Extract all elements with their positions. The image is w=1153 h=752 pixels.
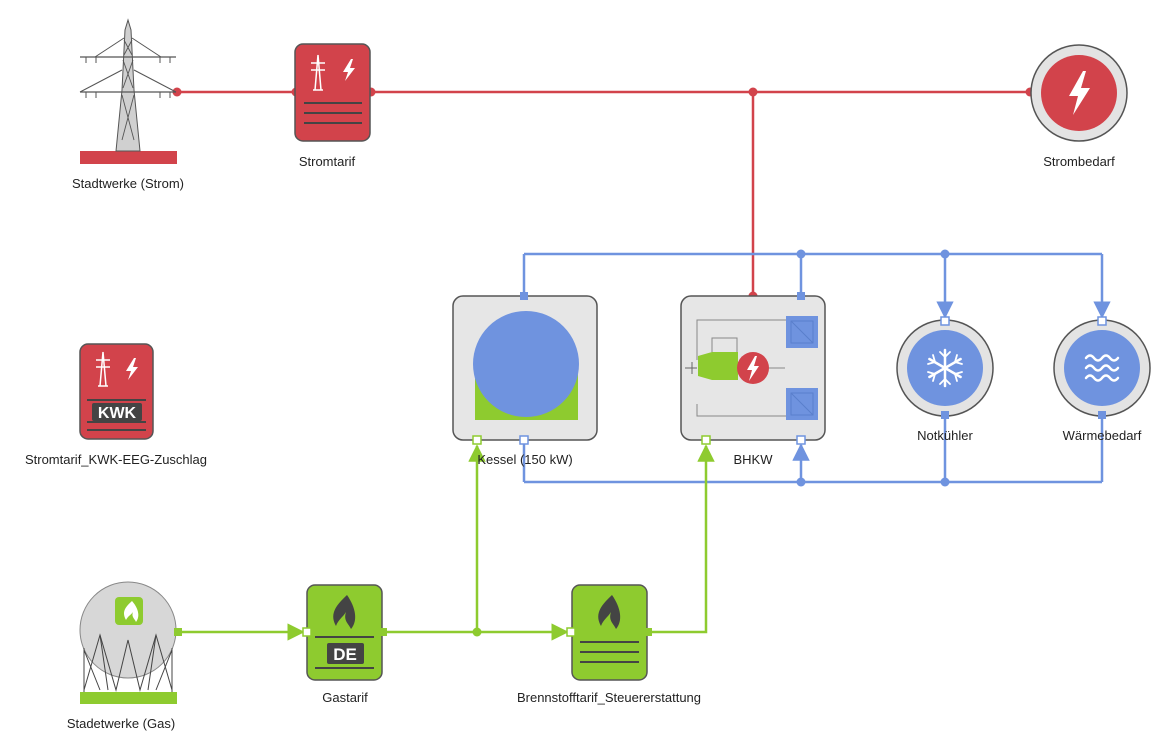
junction-dot [940, 477, 950, 487]
junction-dot [748, 87, 758, 97]
chp-engine-icon [685, 316, 818, 420]
notkuehler-heat-in-port[interactable] [940, 316, 950, 326]
bhkw-label: BHKW [734, 452, 774, 467]
lightning-bolt-icon [1030, 44, 1128, 142]
flame-icon: DE [306, 584, 383, 681]
gastarif-out-port[interactable] [379, 628, 387, 636]
boiler-icon [473, 311, 579, 420]
electric-tariff-icon [294, 43, 371, 142]
stromtarif-node[interactable]: Stromtarif [294, 43, 371, 169]
waermebedarf-label: Wärmebedarf [1063, 428, 1142, 443]
snowflake-icon [896, 319, 994, 417]
strombedarf-label: Strombedarf [1043, 154, 1115, 169]
kessel-heat-in-port[interactable] [519, 435, 529, 445]
power-pylon-icon [79, 18, 177, 164]
waermebedarf-heat-out-port[interactable] [1098, 411, 1106, 419]
stadtwerke-gas-label: Stadetwerke (Gas) [67, 716, 175, 731]
junction-dot [472, 627, 482, 637]
kessel-heat-out-port[interactable] [520, 292, 528, 300]
brennstofftarif-node[interactable]: Brennstofftarif_Steuererstattung [517, 584, 701, 705]
brennstofftarif-in-port[interactable] [566, 627, 576, 637]
gas-tank-icon [79, 581, 177, 704]
notkuehler-node[interactable]: Notkühler [896, 316, 994, 443]
heat-connections [522, 252, 1111, 484]
brennstofftarif-out-port[interactable] [644, 628, 652, 636]
brennstofftarif-label: Brennstofftarif_Steuererstattung [517, 690, 701, 705]
bhkw-heat-out-port[interactable] [797, 292, 805, 300]
gas-supply-port[interactable] [174, 628, 182, 636]
waermebedarf-heat-in-port[interactable] [1097, 316, 1107, 326]
gas-junctions [472, 627, 482, 637]
strombedarf-node[interactable]: Strombedarf [1030, 44, 1128, 169]
junction-dot [796, 477, 806, 487]
stromtarif-kwk-label: Stromtarif_KWK-EEG-Zuschlag [25, 452, 207, 467]
junction-dot [796, 249, 806, 259]
gastarif-node[interactable]: DE Gastarif [302, 584, 387, 705]
kessel-label: Kessel (150 kW) [477, 452, 572, 467]
stadtwerke-strom-node[interactable]: Stadtwerke (Strom) [72, 18, 184, 191]
stadtwerke-strom-label: Stadtwerke (Strom) [72, 176, 184, 191]
gastarif-in-port[interactable] [302, 627, 312, 637]
flame-icon [571, 584, 648, 681]
kwk-badge: KWK [98, 405, 137, 422]
electric-tariff-icon: KWK [79, 343, 154, 440]
gastarif-label: Gastarif [322, 690, 368, 705]
bhkw-node[interactable]: BHKW [680, 292, 826, 467]
heat-junctions [796, 249, 950, 487]
notkuehler-label: Notkühler [917, 428, 973, 443]
junction-dot [172, 87, 182, 97]
bhkw-heat-in-port[interactable] [796, 435, 806, 445]
kessel-node[interactable]: Kessel (150 kW) [452, 292, 598, 467]
stromtarif-label: Stromtarif [299, 154, 356, 169]
waermebedarf-node[interactable]: Wärmebedarf [1053, 316, 1151, 443]
bhkw-gas-in-port[interactable] [701, 435, 711, 445]
stromtarif-kwk-node[interactable]: KWK Stromtarif_KWK-EEG-Zuschlag [25, 343, 207, 467]
heat-waves-icon [1053, 319, 1151, 417]
gas-bhkw-line[interactable] [648, 444, 715, 634]
kessel-gas-in-port[interactable] [472, 435, 482, 445]
notkuehler-heat-out-port[interactable] [941, 411, 949, 419]
de-badge: DE [333, 645, 357, 664]
stadtwerke-gas-node[interactable]: Stadetwerke (Gas) [67, 581, 182, 731]
junction-dot [940, 249, 950, 259]
